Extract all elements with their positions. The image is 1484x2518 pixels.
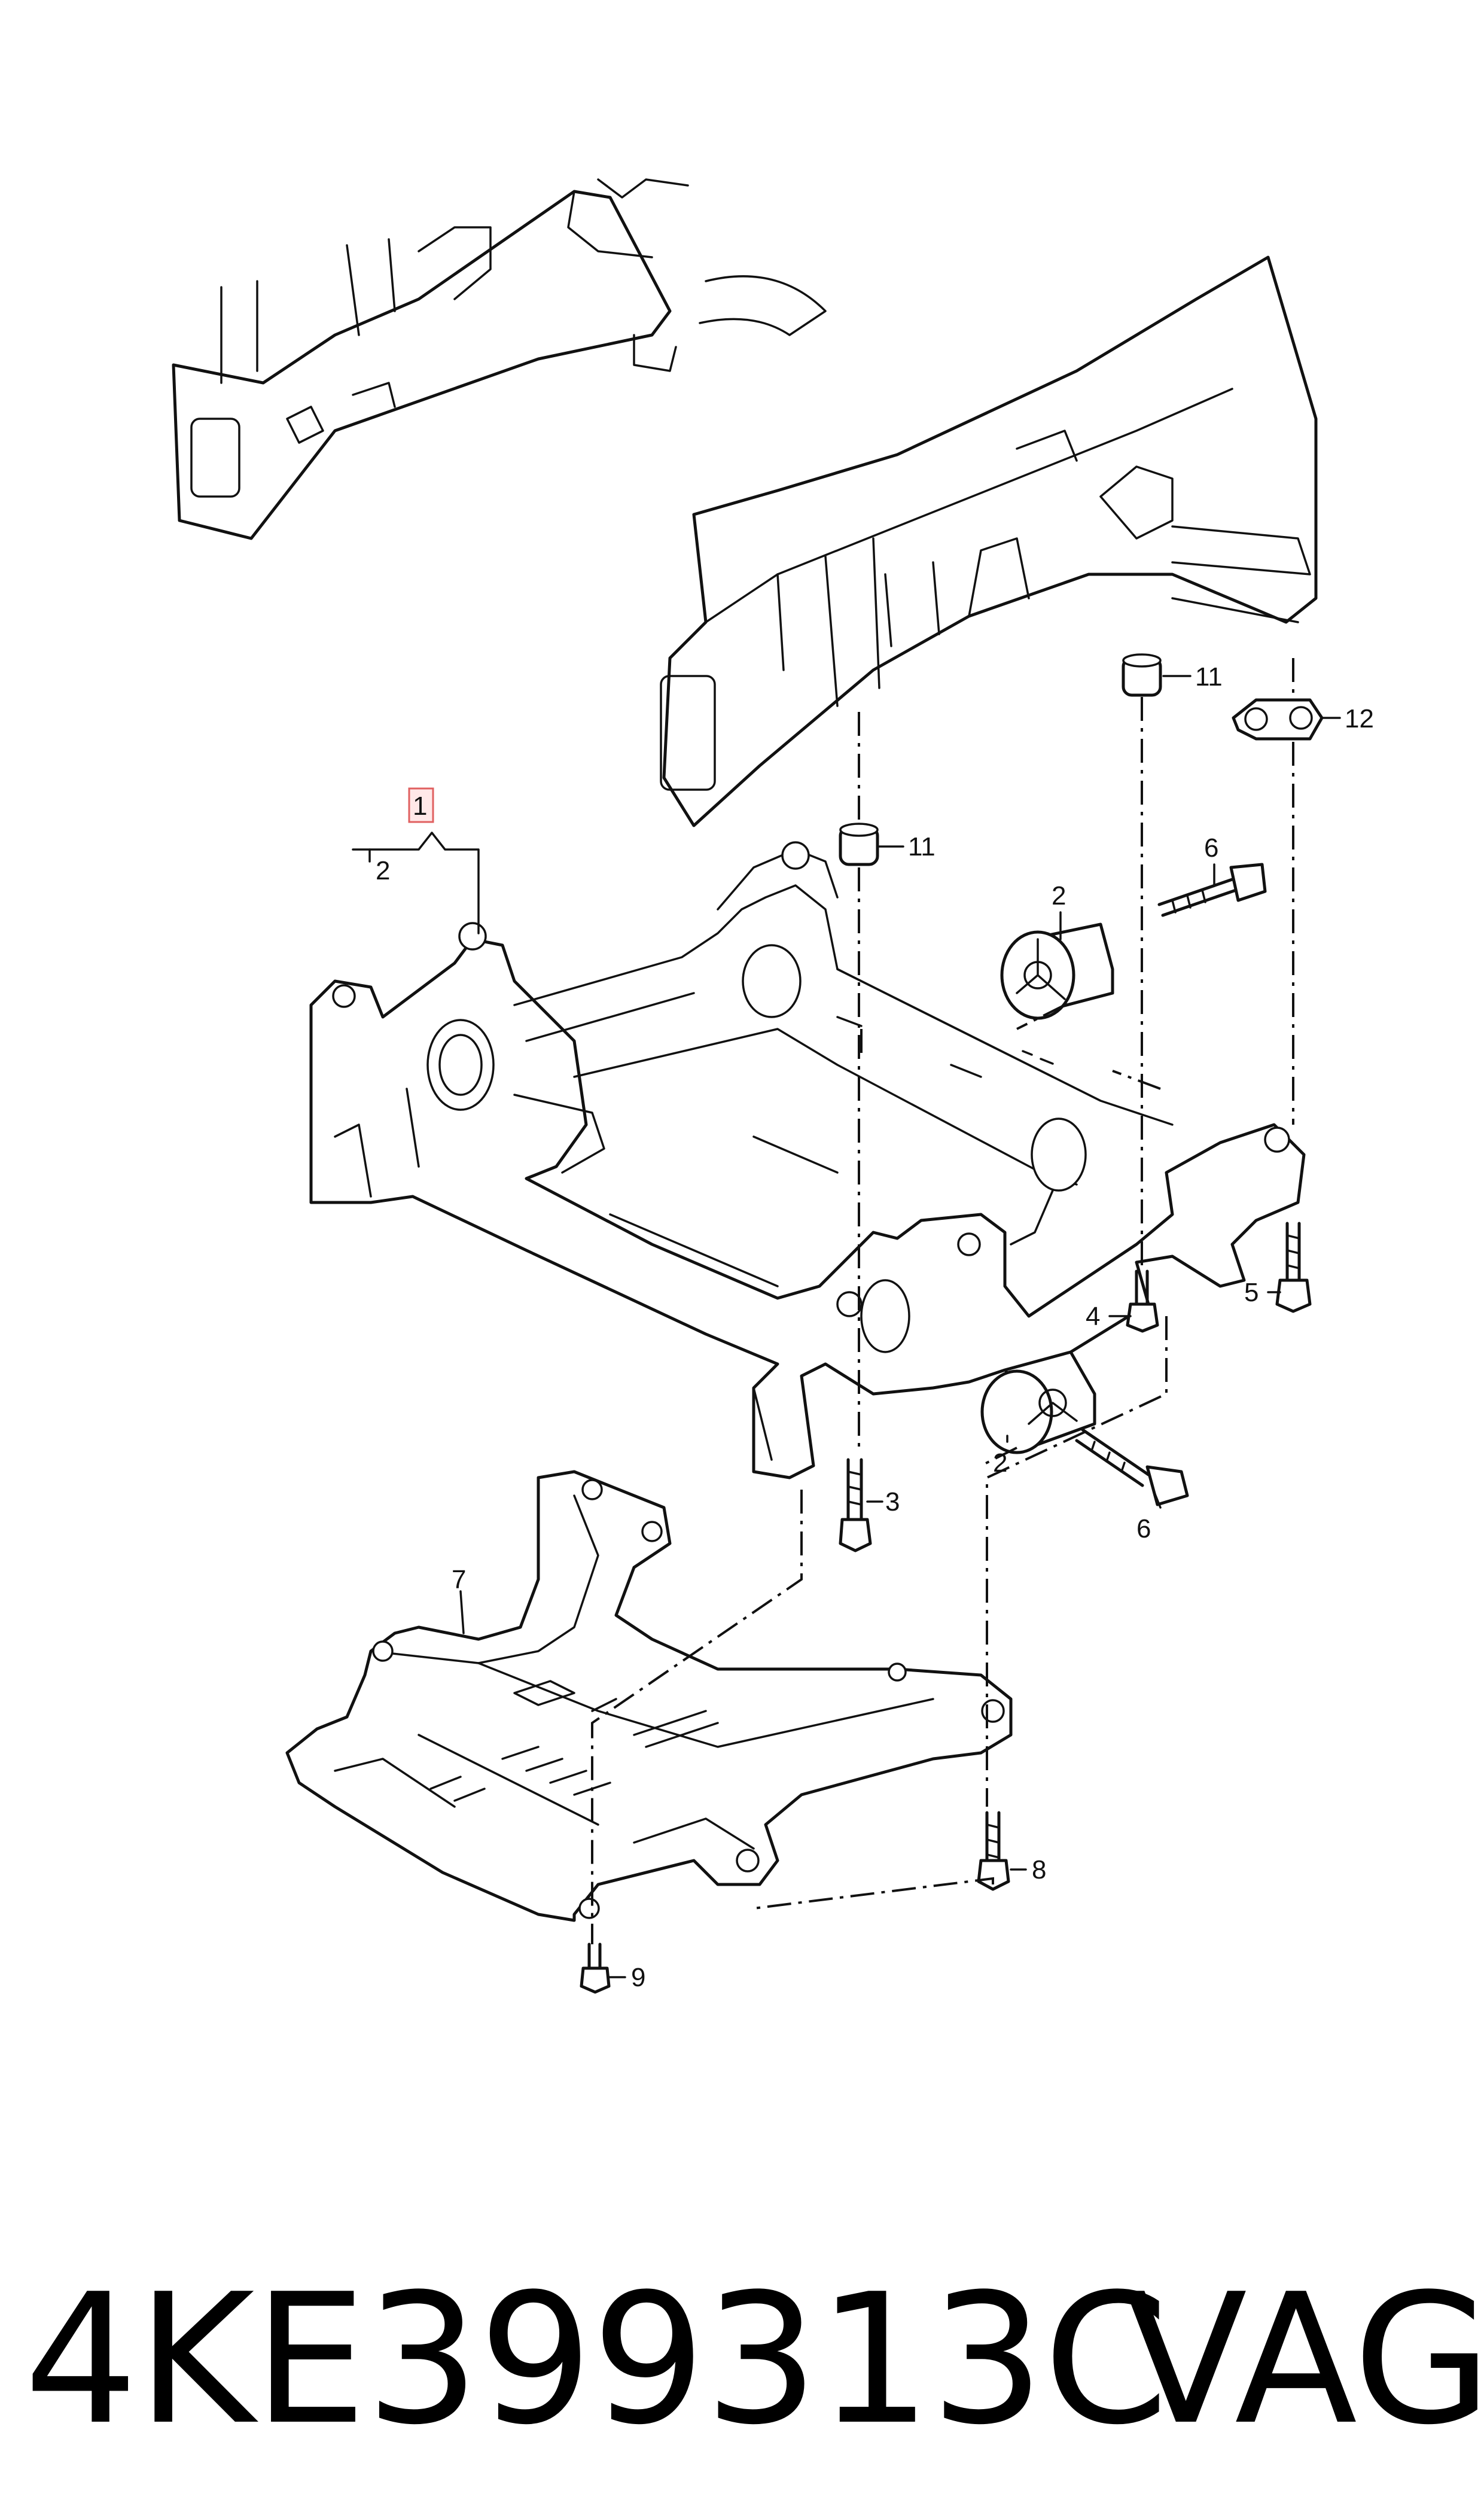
callout-6-lower: 6 [1136, 1514, 1151, 1543]
bracket-12 [1232, 698, 1324, 741]
callout-7: 7 [452, 1565, 466, 1594]
callout-6-upper: 6 [1204, 833, 1218, 863]
leader-lines [352, 675, 1341, 1978]
callout-12: 12 [1345, 704, 1374, 733]
callout-3: 3 [885, 1487, 900, 1517]
callout-11-lower: 11 [908, 832, 936, 861]
bushing-11-upper [1122, 653, 1162, 697]
rubber-mount-2-upper [1000, 922, 1114, 1020]
callout-1: 1 [413, 791, 427, 821]
callout-2-lower: 2 [993, 1448, 1007, 1478]
callout-8: 8 [1032, 1855, 1046, 1884]
brand-label: VAG [1125, 2255, 1484, 2464]
caption-row: 4KE399313C VAG [0, 2213, 1484, 2518]
bushing-11-lower [839, 823, 879, 866]
assembly-guide-lines [591, 658, 1294, 1944]
bolt-4 [1126, 1269, 1159, 1333]
callout-5: 5 [1244, 1278, 1258, 1307]
callout-box-1 [408, 787, 434, 823]
callout-9: 9 [631, 1963, 645, 1992]
bolt-3 [839, 1458, 872, 1552]
callout-2-bracket: 2 [376, 856, 390, 885]
part-number: 4KE399313C [24, 2255, 1169, 2464]
body-rail-left [172, 178, 827, 540]
bolt-9 [580, 1942, 611, 1994]
body-rail-right [660, 255, 1318, 827]
bolt-5 [1275, 1222, 1312, 1313]
exploded-parts-diagram: 1 2 2 2 3 4 5 6 6 7 8 9 11 11 12 [172, 178, 1374, 1994]
bolt-8 [977, 1811, 1010, 1891]
subframe-1 [309, 841, 1306, 1479]
bolt-6-lower [1075, 1428, 1189, 1506]
bolt-6-upper [1157, 863, 1267, 917]
callout-2-upper: 2 [1052, 881, 1066, 911]
callout-4: 4 [1086, 1302, 1100, 1331]
callout-11-upper: 11 [1195, 662, 1223, 692]
underbody-shield-7 [285, 1470, 1013, 1922]
